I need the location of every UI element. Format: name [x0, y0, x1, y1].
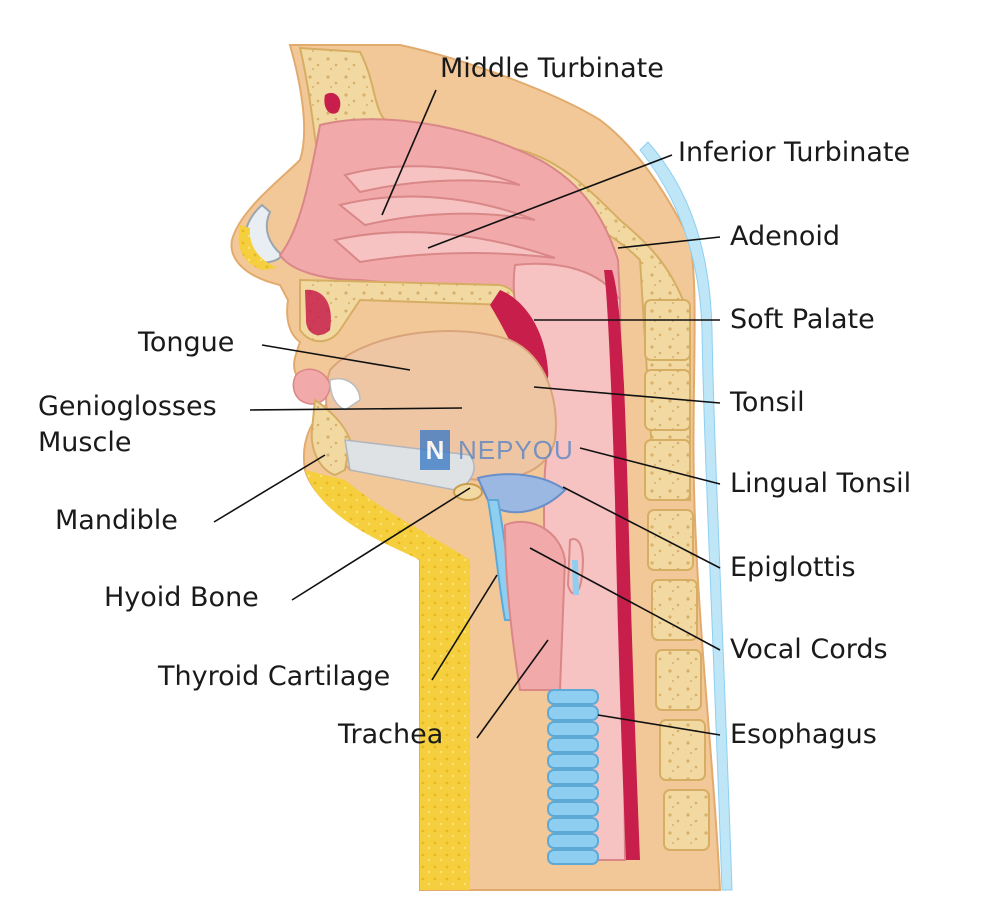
hard-palate [299, 278, 517, 343]
skin-edge-blue [639, 141, 733, 891]
label-tonsil: Tonsil [730, 387, 805, 418]
label-genioglosses-muscle: Muscle [38, 427, 132, 458]
inferior-turbinate-shape [332, 231, 556, 264]
pharyngeal-muscle [604, 270, 640, 860]
epiglottis-shape [476, 473, 567, 514]
leader-genioglosses [249, 407, 463, 411]
label-middle-turbinate: Middle Turbinate [440, 53, 664, 84]
leader-lines [213, 89, 721, 739]
leader-esophagus [597, 714, 721, 736]
nose-fat [238, 225, 278, 270]
label-vocal-cords: Vocal Cords [730, 634, 888, 665]
label-thyroid-cartilage: Thyroid Cartilage [158, 661, 391, 692]
larynx [503, 520, 567, 691]
frontal-sinus [324, 92, 341, 114]
label-mandible: Mandible [55, 505, 178, 536]
vocal-cord-blue [572, 560, 579, 595]
label-hyoid-bone: Hyoid Bone [104, 582, 259, 613]
lower-teeth [329, 378, 361, 411]
label-epiglottis: Epiglottis [730, 552, 856, 583]
hyoid-bone-shape [453, 483, 483, 501]
mandible-bone [310, 398, 352, 477]
label-lingual-tonsil: Lingual Tonsil [730, 468, 912, 499]
leader-tonsil [533, 386, 721, 404]
leader-middle-turbinate [381, 89, 437, 216]
label-tongue: Tongue [138, 327, 235, 358]
leader-trachea [476, 639, 549, 739]
leader-adenoid [617, 236, 721, 249]
leader-lingual-tonsil [579, 447, 721, 485]
superior-turbinate-shape [343, 165, 521, 194]
neck-fat [305, 470, 470, 890]
lower-lip [292, 368, 331, 405]
leader-vocal-cords [529, 547, 721, 651]
label-inferior-turbinate: Inferior Turbinate [678, 137, 911, 168]
cervical-spine [644, 299, 710, 851]
watermark-text: NEPYOU [458, 434, 574, 465]
leader-hyoid [291, 487, 471, 601]
leader-thyroid [431, 574, 498, 681]
leader-tongue [261, 344, 411, 371]
leader-mandible [213, 454, 326, 523]
middle-turbinate-shape [337, 195, 536, 227]
watermark: N NEPYOU [420, 428, 574, 472]
leader-inferior-turbinate [427, 154, 673, 249]
label-trachea: Trachea [338, 719, 444, 750]
trachea-rings [547, 689, 599, 865]
label-adenoid: Adenoid [730, 221, 841, 252]
label-esophagus: Esophagus [730, 719, 877, 750]
upper-lip [305, 289, 331, 336]
label-soft-palate: Soft Palate [730, 304, 875, 335]
watermark-letter: N [420, 430, 450, 470]
label-genioglosses: Genioglosses [38, 391, 217, 422]
leader-epiglottis [562, 486, 721, 569]
